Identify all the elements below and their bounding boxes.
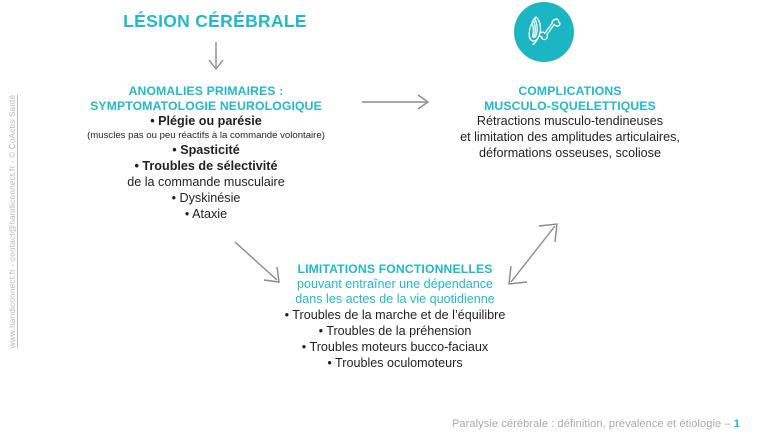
block-complications: COMPLICATIONS MUSCULO-SQUELETTIQUES Rétr… [420, 84, 720, 161]
muscle-bone-icon [528, 16, 561, 46]
list-item: (muscles pas ou peu réactifs à la comman… [87, 130, 325, 141]
block-limitations-title: LIMITATIONS FONCTIONNELLES [297, 262, 493, 276]
list-item: et limitation des amplitudes articulaire… [460, 130, 680, 144]
list-item: • Dyskinésie [171, 191, 241, 205]
arrow-primary-to-limitations-icon [233, 240, 295, 288]
list-item: • Plégie ou parésie [150, 114, 262, 128]
muscle-bone-logo [514, 2, 574, 62]
list-item: Rétractions musculo-tendineuses [476, 114, 664, 128]
list-item: • Troubles de sélectivité [134, 159, 278, 173]
list-item: • Troubles moteurs bucco-faciaux [301, 339, 489, 354]
footer-page-number: 1 [733, 418, 740, 430]
block-limitations-fonctionnelles: LIMITATIONS FONCTIONNELLES pouvant entra… [245, 262, 545, 371]
list-item: • Troubles de la marche et de l’équilibr… [284, 307, 506, 322]
footer: Paralysie cérébrale : définition, préval… [452, 418, 740, 430]
block-anomalies-title-line2: SYMPTOMATOLOGIE NEUROLOGIQUE [90, 98, 322, 113]
block-complications-title-line1: COMPLICATIONS [518, 84, 622, 98]
block-anomalies-title-line1: ANOMALIES PRIMAIRES : [128, 84, 284, 98]
arrow-primary-to-complications-icon [362, 88, 434, 116]
list-item: • Ataxie [184, 207, 228, 221]
list-item: • Spasticité [172, 143, 240, 157]
list-item: de la commande musculaire [127, 175, 285, 189]
block-anomalies-primaires: ANOMALIES PRIMAIRES : SYMPTOMATOLOGIE NE… [46, 84, 366, 222]
arrow-complications-limitations-icon [505, 218, 565, 290]
footer-label: Paralysie cérébrale : définition, préval… [452, 418, 734, 430]
side-credit-text[interactable]: www.handiconnect.fr - contact@handiconne… [7, 94, 17, 349]
block-complications-title-line2: MUSCULO-SQUELETTIQUES [484, 98, 656, 113]
arrow-lesion-to-primary-icon [196, 42, 236, 74]
lesion-cerebrale-title: LÉSION CÉRÉBRALE [123, 11, 307, 31]
list-item: • Troubles oculomoteurs [327, 355, 463, 370]
block-limitations-subtitle-line2: dans les actes de la vie quotidienne [295, 291, 495, 306]
list-item: déformations osseuses, scoliose [478, 146, 661, 160]
block-limitations-subtitle-line1: pouvant entraîner une dépendance [296, 276, 494, 291]
list-item: • Troubles de la préhension [318, 323, 472, 338]
